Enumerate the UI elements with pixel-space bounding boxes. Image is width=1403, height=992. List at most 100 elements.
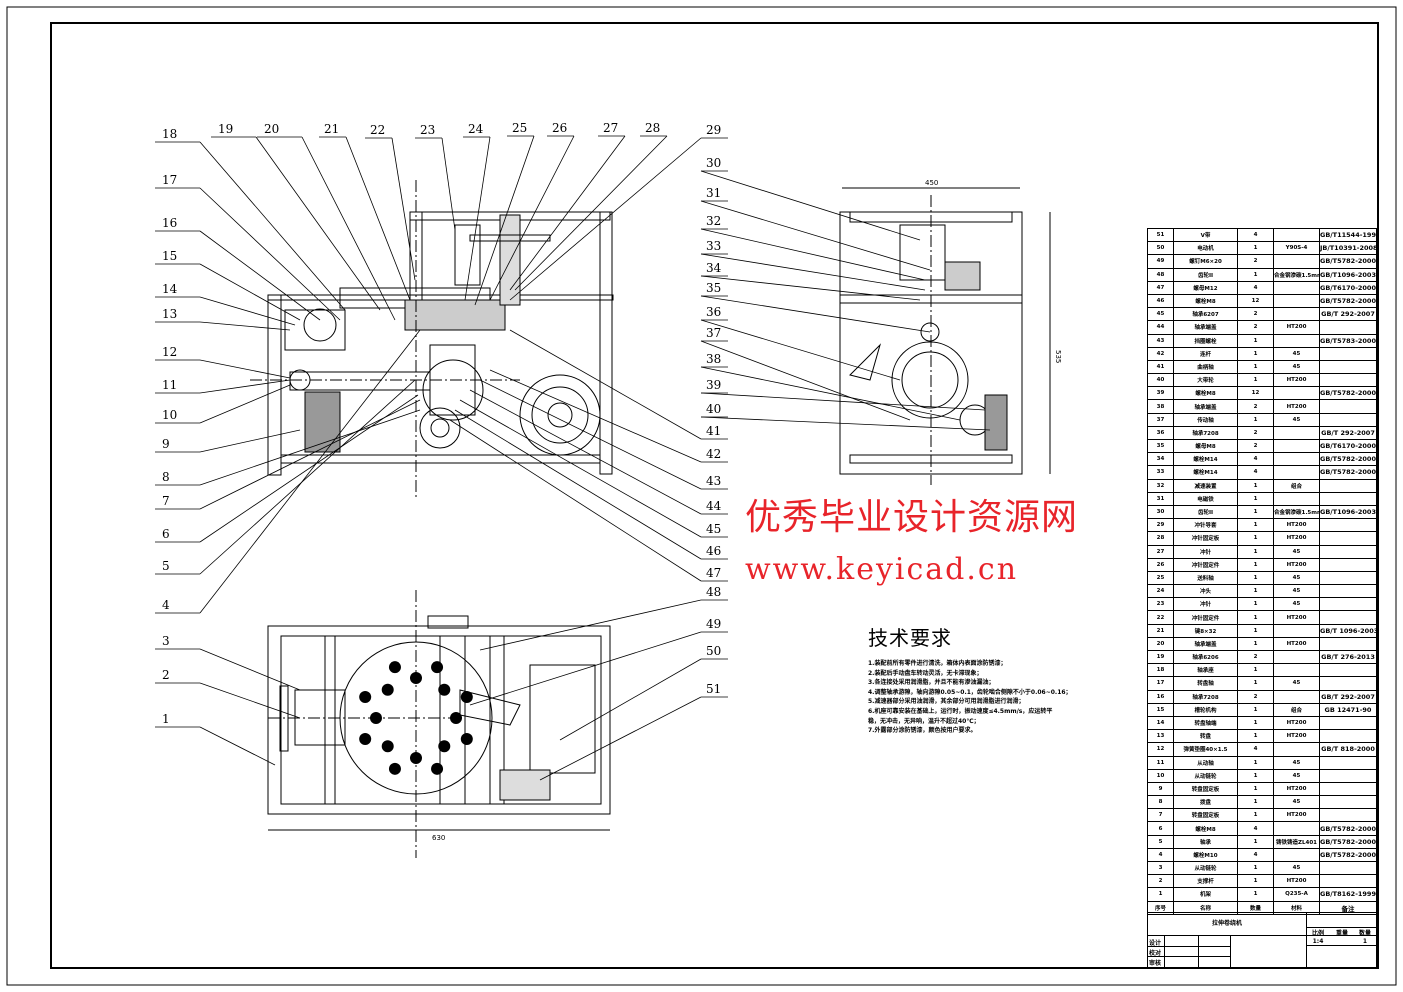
leader-line [469, 389, 702, 515]
bom-cell: 1 [1237, 781, 1274, 797]
bom-cell: GB/T 292-2007 [1319, 425, 1377, 441]
tech-item: 6.机座可靠安装在基础上，运行时，振动速度≤4.5mm/s，应运转平 [868, 707, 1053, 715]
bom-cell: 45 [1273, 795, 1320, 810]
bom-cell: 曲柄轴 [1173, 359, 1238, 375]
tech-item: 3.各连接处采用润滑脂，并且不能有渗油漏油； [868, 679, 995, 687]
bom-cell: 10 [1147, 768, 1174, 783]
technical-requirements: 技术要求 1.装配前所有零件进行清洗，箱体内表面涂防锈漆； 2.装配后手动盘车转… [868, 622, 1072, 736]
tech-item: 1.装配前所有零件进行清洗，箱体内表面涂防锈漆； [868, 660, 1007, 667]
part-balloon: 14 [162, 282, 178, 296]
part-balloon: 51 [706, 682, 721, 696]
bom-cell [1319, 781, 1377, 797]
bom-cell [1319, 491, 1377, 506]
bom-cell: 冲针固定件 [1173, 557, 1238, 572]
leader-line [199, 329, 421, 614]
bom-cell [1319, 860, 1377, 876]
leader-line [509, 135, 626, 291]
bom-cell: 2 [1237, 649, 1274, 665]
leader-line [700, 253, 926, 291]
bom-cell: 4 [1147, 847, 1174, 863]
bom-cell: 1 [1237, 359, 1274, 375]
part-balloon: 30 [706, 156, 721, 170]
bom-cell: 2 [1237, 307, 1274, 322]
bom-cell: 8 [1147, 795, 1174, 810]
bom-cell [1319, 676, 1377, 691]
leader-line [479, 379, 702, 490]
leader-line [700, 416, 991, 431]
part-balloon: 48 [706, 585, 721, 599]
bom-cell [1319, 557, 1377, 572]
bom-cell: 连杆 [1173, 346, 1238, 361]
part-balloon: 23 [420, 123, 435, 137]
bom-cell: 从动链轮 [1173, 860, 1238, 876]
bom-header-cell: 数量 [1237, 900, 1274, 915]
role-approve: 审核 [1149, 960, 1162, 967]
part-balloon: 44 [706, 499, 722, 513]
bom-cell: 1 [1237, 860, 1274, 876]
part-balloon: 21 [324, 122, 339, 136]
bom-cell: 4 [1237, 821, 1274, 836]
tech-item: 2.装配后手动盘车转动灵活，无卡滞现象； [868, 669, 983, 677]
bom-cell [1319, 320, 1377, 335]
index-plate-hole [359, 690, 372, 703]
leader-line [514, 135, 668, 291]
dim-side-height: 535 [1054, 350, 1062, 363]
bom-cell: GB/T 818-2000 [1319, 742, 1377, 757]
bom-cell: 合金钢渗碳1.5mm [1273, 504, 1320, 520]
bom-cell: 1 [1237, 491, 1274, 506]
bom-cell: 1 [1237, 795, 1274, 810]
bom-cell: HT200 [1273, 373, 1320, 388]
index-plate-hole [450, 712, 462, 724]
bom-cell [1319, 636, 1377, 652]
part-balloon: 35 [706, 281, 721, 295]
bom-cell: 1 [1237, 623, 1274, 638]
bom-cell: 47 [1147, 280, 1174, 295]
bom-cell [1273, 254, 1320, 269]
part-balloon: 7 [162, 494, 170, 508]
bom-cell [1319, 768, 1377, 783]
bom-cell: 弹簧垫圈40×1.5 [1173, 742, 1238, 757]
leader-line [469, 631, 702, 706]
dim-plan-width: 630 [432, 834, 445, 842]
bom-cell: 13 [1147, 729, 1174, 744]
bom-cell: 48 [1147, 267, 1174, 282]
leader-line [391, 137, 416, 281]
bom-cell: Y90S-4 [1273, 241, 1320, 256]
bom-cell: HT200 [1273, 518, 1320, 533]
bom-cell: 38 [1147, 399, 1174, 414]
bom-cell: 23 [1147, 597, 1174, 612]
part-balloon: 28 [645, 121, 660, 135]
part-balloon: 9 [162, 437, 170, 451]
bom-cell: 1 [1237, 267, 1274, 282]
bom-cell [1273, 465, 1320, 480]
bom-cell [1273, 333, 1320, 348]
bom-cell: 12 [1147, 742, 1174, 757]
leader-line [345, 136, 411, 301]
bom-cell: 45 [1147, 307, 1174, 322]
bom-cell: 1 [1237, 531, 1274, 546]
leader-line [199, 648, 301, 691]
bom-cell [1319, 346, 1377, 361]
bom-cell: HT200 [1273, 729, 1320, 744]
bom-cell: GB/T8162-1999 [1319, 887, 1377, 902]
leader-line [441, 137, 456, 231]
bom-cell: 35 [1147, 438, 1174, 454]
bom-cell: 20 [1147, 636, 1174, 652]
bom-cell: HT200 [1273, 874, 1320, 889]
bom-cell: 转盘固定板 [1173, 808, 1238, 823]
bom-cell [1273, 425, 1320, 441]
